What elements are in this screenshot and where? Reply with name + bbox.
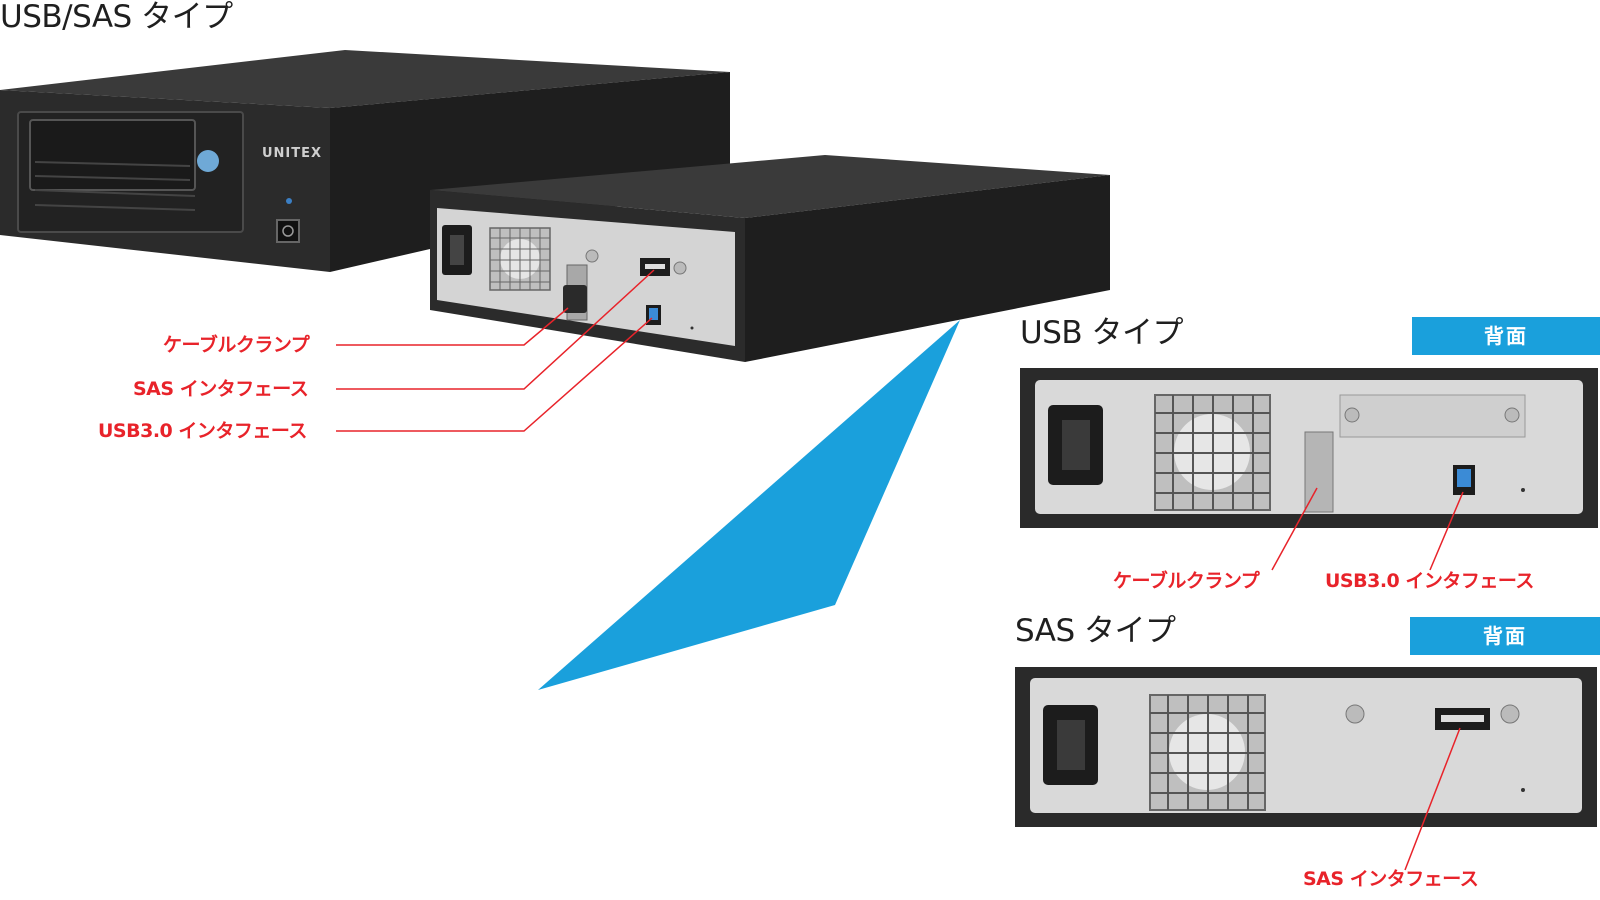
callout-usb-interface: USB3.0 インタフェース xyxy=(98,420,307,442)
tape-slot xyxy=(29,119,196,191)
usb-panel-callout-usb-interface: USB3.0 インタフェース xyxy=(1325,570,1534,592)
eject-button-icon xyxy=(197,150,219,172)
sas-panel-callout-sas-interface: SAS インタフェース xyxy=(1303,868,1479,890)
fan-icon xyxy=(489,227,551,291)
zoom-projection xyxy=(538,320,960,690)
sas-panel-callout-leaders xyxy=(1404,727,1461,871)
power-led-icon xyxy=(286,198,292,204)
usb-panel-callout-leaders xyxy=(1271,487,1464,571)
usb-type-panel xyxy=(1020,368,1598,528)
rear-device xyxy=(430,155,1110,362)
main-heading: USB/SAS タイプ xyxy=(0,0,233,35)
usb-type-heading: USB タイプ xyxy=(1020,315,1184,351)
power-button-icon xyxy=(276,219,300,243)
fan-icon xyxy=(1154,394,1271,511)
callout-cable-clamp: ケーブルクランプ xyxy=(163,334,310,356)
fan-icon xyxy=(1149,694,1266,811)
sas-type-heading: SAS タイプ xyxy=(1015,613,1176,649)
usb-panel-callout-cable-clamp: ケーブルクランプ xyxy=(1113,570,1260,592)
left-callout-leaders xyxy=(336,269,655,432)
sas-type-panel xyxy=(1015,667,1597,827)
callout-sas-interface: SAS インタフェース xyxy=(133,378,309,400)
cable-clamp-icon xyxy=(1304,431,1334,513)
sas-rear-badge: 背面 xyxy=(1410,617,1600,655)
usb-rear-badge: 背面 xyxy=(1412,317,1600,355)
brand-logo: UNITEX xyxy=(262,146,323,161)
